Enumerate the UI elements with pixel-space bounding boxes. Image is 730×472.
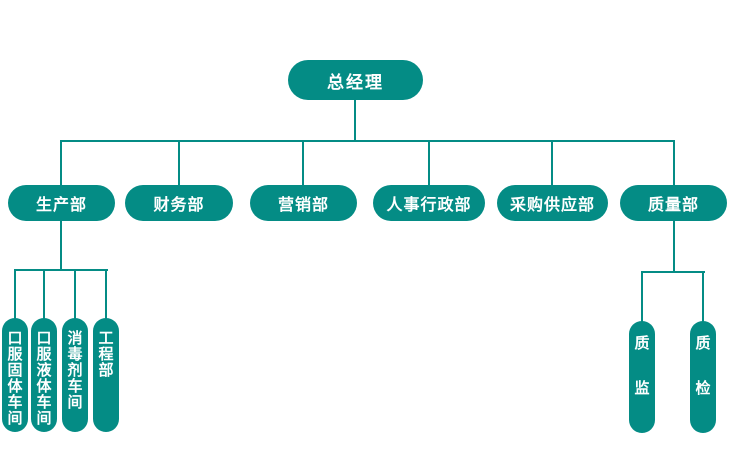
- connector-drop-procurement: [551, 140, 553, 185]
- node-oral-solid-workshop: 口服固体车间: [2, 318, 28, 432]
- node-engineering-dept: 工程部: [93, 318, 119, 432]
- connector-root-stem: [354, 100, 356, 142]
- connector-drop-oral-solid: [14, 269, 16, 319]
- connector-drop-marketing: [302, 140, 304, 185]
- connector-drop-disinfectant: [74, 269, 76, 319]
- node-disinfectant-workshop: 消毒剂车间: [62, 318, 88, 432]
- node-oral-liquid-workshop: 口服液体车间: [31, 318, 57, 432]
- connector-drop-finance: [178, 140, 180, 185]
- connector-drop-oral-liquid: [43, 269, 45, 319]
- connector-drop-production: [60, 140, 62, 185]
- connector-production-stem: [60, 221, 62, 271]
- node-quality-dept: 质量部: [620, 185, 727, 221]
- connector-quality-stem: [673, 221, 675, 273]
- node-finance-dept: 财务部: [125, 185, 233, 221]
- connector-drop-engineering: [105, 269, 107, 319]
- node-production-dept: 生产部: [8, 185, 115, 221]
- connector-quality-bus: [641, 271, 705, 273]
- node-hr-admin-dept: 人事行政部: [373, 185, 485, 221]
- connector-drop-quality-supervision: [641, 271, 643, 323]
- node-general-manager: 总经理: [288, 60, 423, 100]
- node-marketing-dept: 营销部: [250, 185, 357, 221]
- connector-departments-bus: [60, 140, 675, 142]
- node-quality-supervision: 质监: [629, 321, 655, 433]
- connector-drop-hr-admin: [428, 140, 430, 185]
- node-quality-inspection: 质检: [690, 321, 716, 433]
- connector-drop-quality-inspection: [702, 271, 704, 323]
- connector-production-bus: [14, 269, 108, 271]
- node-procurement-supply-dept: 采购供应部: [497, 185, 608, 221]
- connector-drop-quality: [673, 140, 675, 185]
